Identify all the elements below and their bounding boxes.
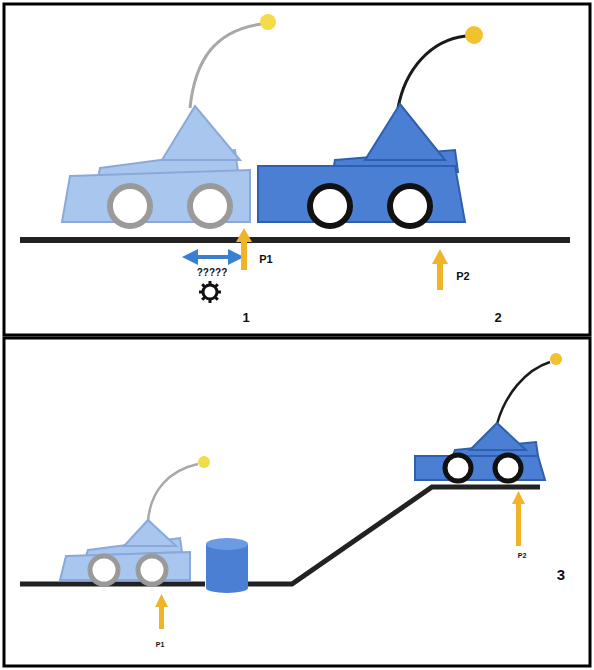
callout-number: 2	[494, 311, 501, 325]
force-label: P1	[156, 641, 165, 649]
force-label: P2	[456, 270, 469, 282]
ground-line	[20, 237, 570, 243]
unknown-value: ?????	[197, 267, 228, 278]
double-arrow	[190, 255, 236, 259]
force-arrow	[512, 491, 525, 546]
force-arrow	[236, 228, 252, 270]
panel-frame	[4, 338, 590, 666]
panel-frame	[4, 4, 590, 335]
callout-number: 3	[557, 567, 565, 584]
dark-car	[258, 26, 483, 226]
gear-icon	[199, 281, 221, 303]
dark-car	[415, 353, 562, 481]
light-car	[60, 456, 210, 584]
force-label: P2	[518, 552, 527, 560]
force-label: P1	[259, 253, 272, 265]
ground-line	[20, 487, 540, 584]
light-car	[62, 14, 276, 226]
force-arrow	[432, 249, 448, 290]
cylinder	[206, 538, 248, 593]
force-arrow	[155, 594, 168, 629]
callout-number: 1	[242, 311, 249, 325]
